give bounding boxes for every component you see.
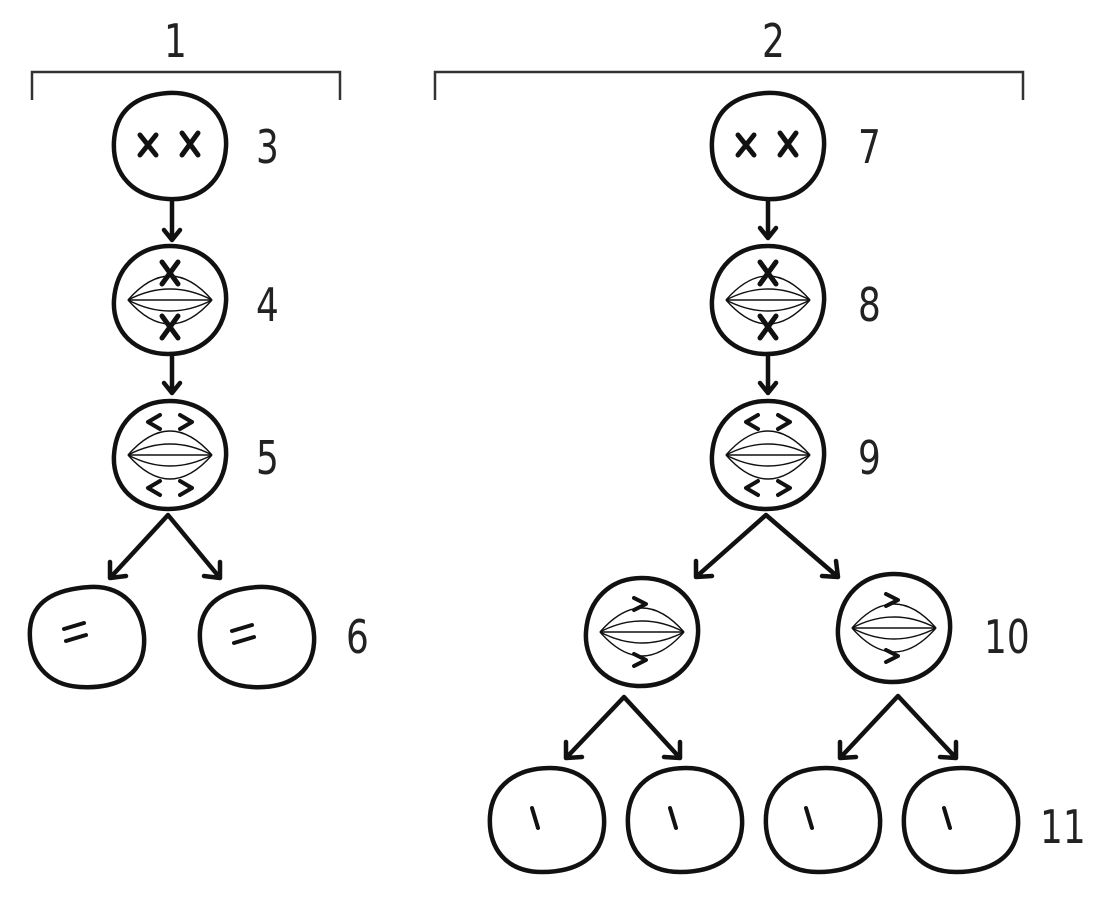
daughter-cell-left-2 — [197, 584, 317, 690]
arrows-10-to-11-right — [837, 693, 959, 761]
arrows-5-to-6 — [107, 512, 223, 581]
stage-label-5: 5 — [256, 431, 279, 485]
arrows-10-to-11-left — [563, 694, 683, 761]
anaphase-cell-left — [111, 398, 229, 512]
gamete-cell-4 — [901, 765, 1021, 875]
arrow-4-to-5 — [161, 354, 183, 396]
arrow-8-to-9 — [757, 354, 779, 396]
stage-label-6: 6 — [346, 610, 369, 664]
gamete-cell-3 — [763, 765, 883, 875]
stage-label-3: 3 — [256, 120, 279, 174]
stage-label-9: 9 — [858, 431, 881, 485]
right-group-bracket — [433, 70, 1025, 100]
arrow-7-to-8 — [757, 199, 779, 241]
metaphase-cell-left — [111, 243, 229, 357]
arrows-9-to-10 — [693, 512, 841, 580]
stage-label-11: 11 — [1040, 800, 1086, 854]
stage-label-4: 4 — [256, 278, 279, 332]
stage-label-10: 10 — [984, 610, 1030, 664]
interphase-cell-right — [709, 90, 827, 202]
group-label-right: 2 — [762, 14, 785, 68]
metaphase-i-cell-right — [709, 243, 827, 357]
group-label-left: 1 — [164, 14, 187, 68]
left-group-bracket — [30, 70, 342, 100]
interphase-cell-left — [111, 90, 229, 202]
daughter-cell-left-1 — [27, 584, 147, 690]
arrow-3-to-4 — [161, 199, 183, 243]
stage-label-8: 8 — [858, 278, 881, 332]
meiosis-ii-cell-1 — [583, 575, 701, 689]
stage-label-7: 7 — [858, 120, 881, 174]
anaphase-i-cell-right — [709, 398, 827, 512]
gamete-cell-1 — [487, 765, 607, 875]
meiosis-ii-cell-2 — [835, 571, 953, 685]
gamete-cell-2 — [625, 765, 745, 875]
